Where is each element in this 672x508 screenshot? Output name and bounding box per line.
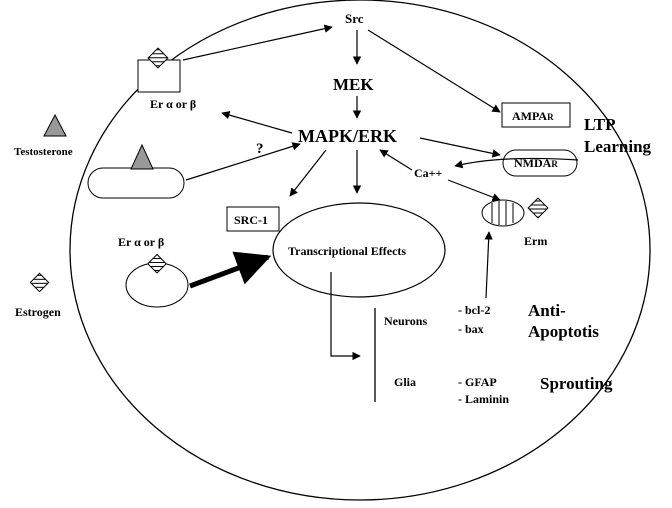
gfap-label: - GFAP (458, 375, 497, 389)
apoptotis-label: Apoptotis (528, 322, 599, 341)
er-top-label: Er α or β (150, 97, 196, 111)
mapk-erk-label: MAPK/ERK (298, 126, 397, 146)
cell-membrane (69, 0, 651, 501)
arrow-ca-to-mitochondria (447, 179, 501, 202)
arrow-androgen-to-mapk (185, 142, 301, 181)
mek-label: MEK (333, 75, 374, 94)
estrogen-diamond-icon (147, 47, 169, 69)
ca-label: Ca++ (414, 166, 443, 180)
erm-estrogen-icon (527, 197, 549, 219)
testosterone-triangle-icon (43, 113, 67, 137)
testosterone-label: Testosterone (14, 146, 73, 158)
er-bound-estrogen-icon (147, 253, 167, 274)
ampa-receptor-box (501, 102, 571, 128)
arrow-receptor-to-src (182, 24, 333, 61)
src-label: Src (345, 11, 364, 26)
estrogen-label: Estrogen (15, 305, 61, 319)
question-mark: ? (256, 141, 264, 157)
arrow-mapk-to-er (221, 111, 293, 134)
bcl2-label: - bcl-2 (458, 303, 490, 317)
glia-label: Glia (394, 375, 416, 389)
sprouting-label: Sprouting (540, 374, 613, 393)
arrow-mapk-to-src1 (289, 149, 327, 197)
er-left-label: Er α or β (118, 235, 164, 249)
arrow-nmda-to-ca (454, 157, 579, 169)
arrow-transcription-to-targets (330, 272, 361, 361)
src1-box (226, 206, 280, 232)
estrogen-diamond-free-icon (29, 272, 50, 293)
nmda-label: NMDAR (514, 156, 558, 170)
nmda-receptor-capsule (502, 149, 578, 177)
ampa-label: AMPAR (512, 109, 554, 123)
bax-label: - bax (458, 322, 484, 336)
anti-label: Anti- (528, 301, 566, 320)
arrow-ca-to-mapk (379, 149, 413, 171)
testosterone-bound-triangle-icon (130, 143, 154, 170)
arrow-receptor-to-nucleus (189, 251, 272, 289)
neurons-label: Neurons (384, 314, 427, 328)
transcriptional-label: Transcriptional Effects (288, 244, 406, 258)
learning-label: Learning (584, 137, 652, 156)
arrow-mapk-to-nmda (419, 137, 501, 158)
ltp-label: LTP (584, 115, 616, 134)
arrow-bcl2-to-mitochondria (484, 231, 493, 299)
nucleus-ellipse (272, 202, 446, 298)
src1-label: SRC-1 (234, 213, 268, 227)
androgen-receptor-capsule (87, 167, 185, 199)
laminin-label: - Laminin (458, 392, 509, 406)
mitochondria-icon (481, 199, 525, 227)
erm-label: Erm (524, 234, 547, 248)
arrow-src-to-ampa (367, 29, 501, 113)
